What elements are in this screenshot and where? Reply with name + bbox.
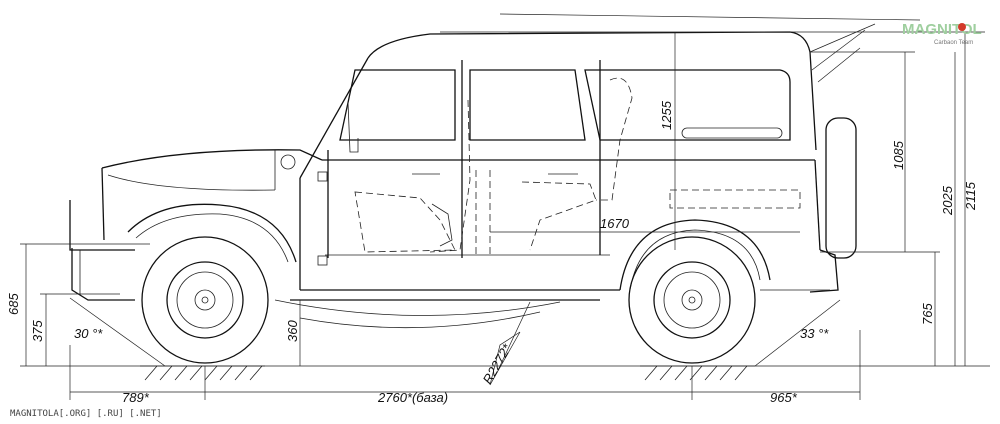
dim-rear-bumper-height: 765	[920, 303, 935, 325]
dim-front-overhang: 789*	[122, 390, 150, 405]
rear-wheel	[628, 236, 756, 364]
dim-front-step-height: 375	[30, 320, 45, 342]
ground-hatch	[140, 365, 755, 381]
spare-tire	[825, 117, 857, 259]
dim-rear-overhang: 965*	[770, 390, 798, 405]
dim-clearance: 360	[285, 320, 300, 342]
dim-approach-angle: 30 °*	[74, 326, 103, 341]
front-door-window	[339, 69, 456, 141]
dim-body-height: 1085	[891, 140, 906, 170]
logo-dot-icon	[958, 23, 966, 31]
dim-roof-height: 2025	[940, 185, 955, 216]
dim-overall-height: 2115	[963, 181, 978, 211]
side-window	[584, 69, 791, 141]
front-wheel	[141, 236, 269, 364]
dim-wheelbase: 2760*(база)	[377, 390, 448, 405]
dimension-labels: 2115 2025 1085 1255 1670 765 685 375 360…	[6, 100, 978, 405]
dimension-lines	[20, 13, 990, 400]
logo-text: MAGNITOL	[902, 21, 982, 38]
dim-interior-height: 1255	[659, 100, 674, 130]
footer-watermark: MAGNITOLA[.ORG] [.RU] [.NET]	[10, 409, 162, 419]
dim-front-bumper-height: 685	[6, 293, 21, 315]
rear-door-window	[469, 69, 586, 141]
dim-departure-angle: 33 °*	[800, 326, 829, 341]
dim-turning-radius: R2272*	[480, 341, 515, 387]
dim-interior-length: 1670	[600, 216, 630, 231]
logo-subtext: Carbaon Team	[934, 40, 973, 46]
watermark-logo: MAGNITOL Carbaon Team	[902, 21, 982, 46]
vehicle-outline	[69, 31, 857, 329]
